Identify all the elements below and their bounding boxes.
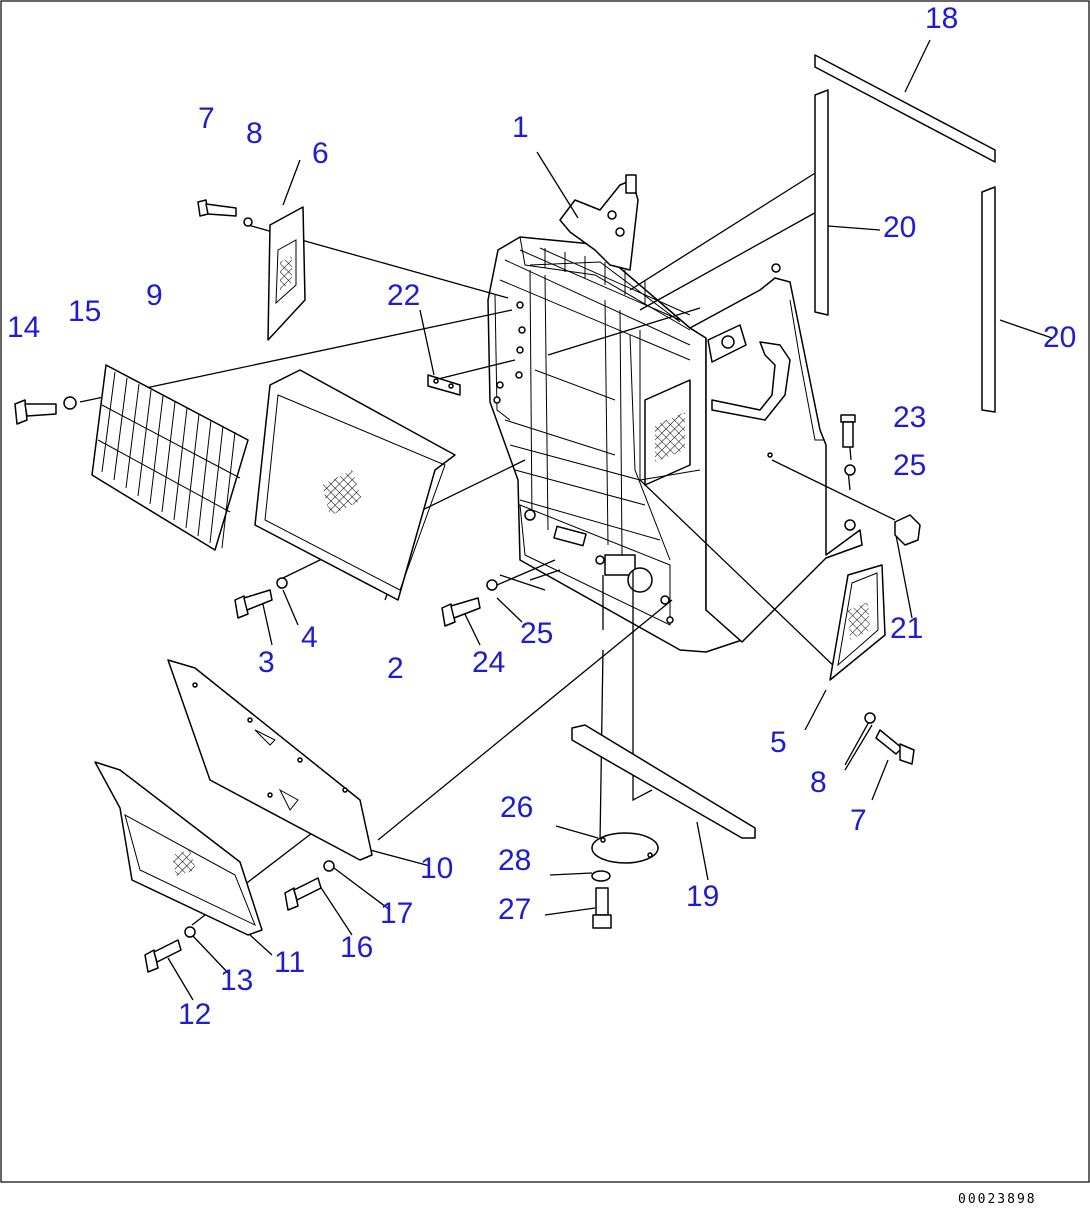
part-2-front-panel <box>254 369 456 601</box>
part-27-bolt <box>592 887 612 929</box>
part-10-cover-plate <box>167 659 373 861</box>
part-7-bolt-bottom <box>864 712 915 765</box>
part-18-top-strip <box>814 54 996 163</box>
callout-23: 23 <box>893 401 926 434</box>
drawing-frame <box>0 0 1090 1183</box>
callout-7-bottom: 7 <box>850 804 867 837</box>
callout-9: 9 <box>146 279 163 312</box>
part-11-lower-panel <box>94 761 263 936</box>
callout-28: 28 <box>498 844 531 877</box>
callout-13: 13 <box>220 964 253 997</box>
callout-11: 11 <box>274 946 305 979</box>
part-6-side-panel <box>267 206 306 341</box>
part-12-bolt <box>144 926 196 973</box>
callout-20-left: 20 <box>883 211 916 244</box>
callout-21: 21 <box>890 612 923 645</box>
part-28-washer <box>591 870 611 882</box>
callout-labels: 1 2 3 4 5 6 7 7 8 8 9 10 11 12 13 14 15 … <box>7 2 1076 1031</box>
callout-2: 2 <box>387 652 404 685</box>
callout-1: 1 <box>512 111 529 144</box>
part-24-bolt <box>441 579 498 627</box>
callout-19: 19 <box>686 880 719 913</box>
callout-17: 17 <box>380 897 413 930</box>
part-14-bolt <box>14 396 77 425</box>
part-1-main-frame <box>487 174 863 653</box>
callout-7-top: 7 <box>198 102 215 135</box>
callout-8-top: 8 <box>246 117 263 150</box>
callout-16: 16 <box>340 931 373 964</box>
part-22-bracket <box>427 374 461 396</box>
callout-25-right: 25 <box>893 449 926 482</box>
callout-8-bottom: 8 <box>810 766 827 799</box>
callout-6: 6 <box>312 137 329 170</box>
part-16-bolt <box>284 860 335 911</box>
part-20-vertical-strips <box>814 89 996 413</box>
callout-14: 14 <box>7 311 40 344</box>
part-7-bolt-top <box>197 199 253 227</box>
callout-12: 12 <box>178 998 211 1031</box>
part-19-bottom-bar <box>571 724 756 839</box>
callout-22: 22 <box>387 279 420 312</box>
callout-25-lower: 25 <box>520 617 553 650</box>
callout-20-right: 20 <box>1043 321 1076 354</box>
callout-15: 15 <box>68 295 101 328</box>
part-3-bolt <box>234 577 288 619</box>
callout-24: 24 <box>472 646 505 679</box>
drawing-number: 00023898 <box>958 1192 1037 1207</box>
callout-27: 27 <box>498 893 531 926</box>
part-5-side-panel <box>829 564 886 681</box>
part-9-grille <box>91 364 249 551</box>
callout-10: 10 <box>420 852 453 885</box>
part-21-cap <box>894 514 921 546</box>
callout-3: 3 <box>258 646 275 679</box>
callout-18: 18 <box>925 2 958 35</box>
callout-4: 4 <box>301 621 318 654</box>
callout-26: 26 <box>500 791 533 824</box>
part-26-cover <box>591 832 659 864</box>
part-23-bolt <box>840 414 856 476</box>
callout-5: 5 <box>770 726 787 759</box>
